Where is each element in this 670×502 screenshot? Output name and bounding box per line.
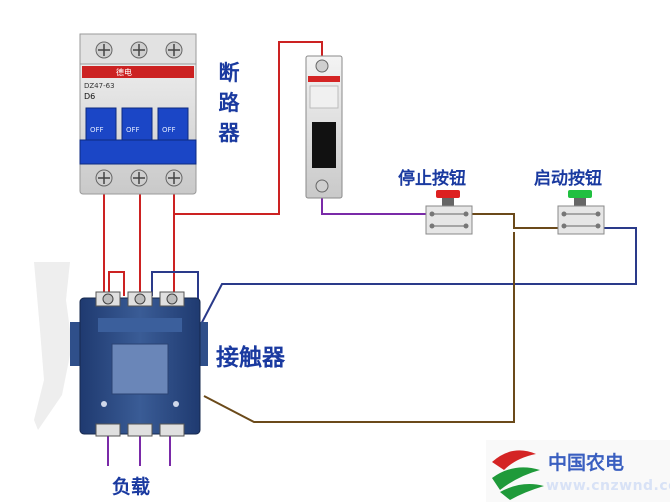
watermark-url: www.cnzwnd.com	[546, 478, 670, 494]
wire-coil	[203, 232, 515, 423]
background-smudge	[34, 262, 72, 430]
stop-button-device	[425, 190, 473, 235]
three-pole-breaker: 德电 DZ47-63 D6 OFF OFF OFF	[79, 33, 197, 195]
breaker-off-label-1: OFF	[90, 126, 104, 134]
contactor-label: 接触器	[216, 345, 285, 371]
breaker-brand: 德电	[116, 67, 132, 77]
watermark-name: 中国农电	[548, 452, 625, 474]
breaker-label-char: 路	[218, 91, 240, 115]
wire-red-jumper	[108, 271, 125, 296]
contactor-device	[70, 291, 208, 437]
start-button-device	[557, 190, 605, 235]
breaker-off-label-3: OFF	[162, 126, 176, 134]
wire-control-feed	[173, 41, 323, 215]
wire-aux-to-start	[197, 227, 637, 331]
single-pole-breaker	[305, 55, 343, 199]
breaker-label: 断 路 器	[216, 58, 242, 148]
breaker-off-label-2: OFF	[126, 126, 140, 134]
breaker-label-char: 断	[218, 61, 240, 85]
stop-button-label: 停止按钮	[398, 169, 466, 189]
wire-stop-to-start	[468, 213, 560, 229]
breaker-rating: D6	[84, 92, 95, 101]
breaker-label-char: 器	[218, 121, 240, 145]
wires	[103, 41, 637, 466]
breaker-model: DZ47-63	[84, 82, 115, 90]
wire-to-stop	[321, 198, 430, 215]
load-label: 负载	[112, 476, 151, 498]
start-button-label: 启动按钮	[534, 169, 602, 189]
